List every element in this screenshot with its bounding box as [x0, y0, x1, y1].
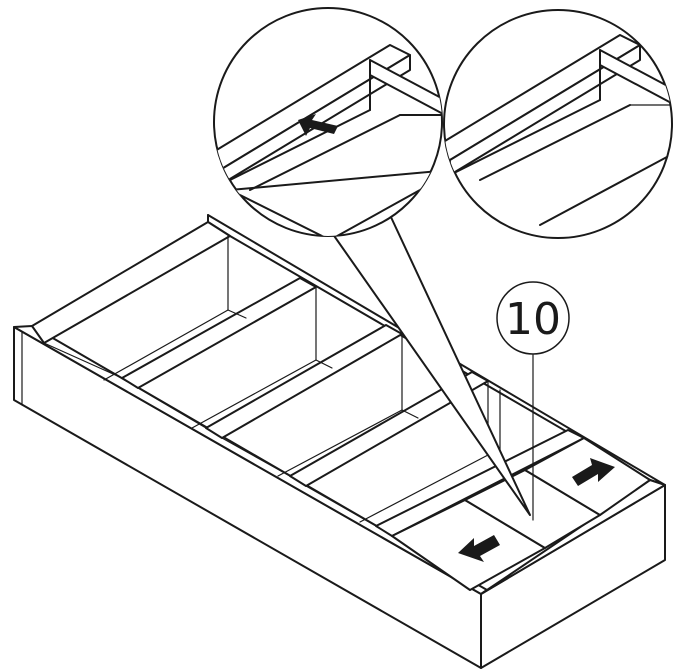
detail-magnifier-circle: [443, 9, 673, 239]
arrow-left-icon: [458, 535, 500, 562]
dividers: [43, 235, 651, 591]
step-number: 10: [505, 294, 561, 345]
drawer-frame: [13, 214, 666, 669]
pointer-cone: [329, 214, 531, 516]
end-rim-left: [31, 221, 231, 344]
arrow-right-icon: [572, 458, 615, 486]
front-panel: [13, 326, 482, 669]
detail-magnifier-circle: [213, 7, 443, 237]
divider-1: [121, 277, 317, 389]
arrow-left-icon: [298, 114, 338, 136]
divider-2: [205, 324, 403, 439]
step-callout: 10: [496, 281, 570, 521]
magnifier-pointer: [329, 214, 531, 516]
